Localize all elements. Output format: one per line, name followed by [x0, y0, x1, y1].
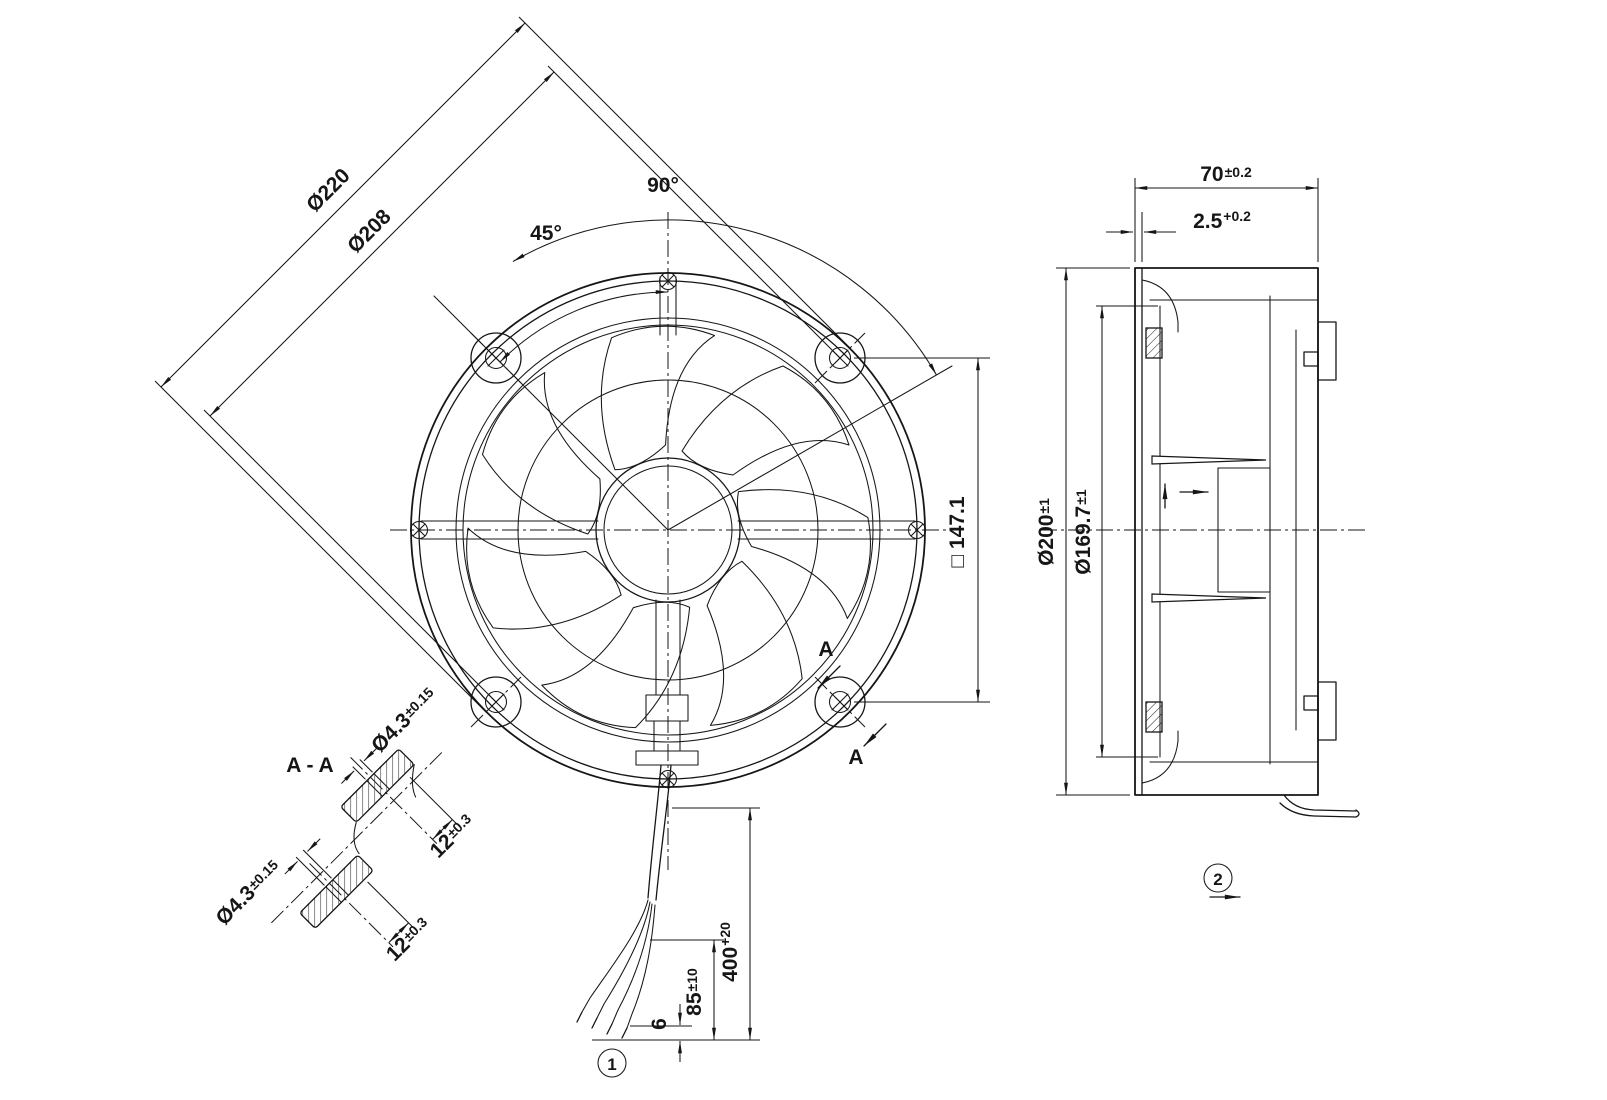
step-profile — [411, 763, 417, 798]
depth-dimension: 70±0.2 — [1134, 163, 1319, 262]
dim-line-flange — [209, 71, 555, 417]
cable-dimensions: 400+20 85±10 6 — [592, 807, 760, 1062]
strut-section-bottom — [1145, 701, 1163, 733]
wire-end-length-label: 6 — [648, 1018, 671, 1030]
front-view: Ø220 Ø208 90° 45° □ 147.1 A A — [154, 16, 990, 870]
airflow-direction-arrows — [1162, 483, 1209, 509]
ear-sw — [470, 676, 522, 728]
extension-line — [295, 856, 325, 886]
angle-45-reference-line — [433, 295, 669, 531]
extension-line — [154, 380, 487, 713]
wire-ends — [576, 1011, 628, 1039]
extension-line — [352, 766, 366, 780]
impeller-diameter-label: Ø169.7±1 — [1072, 489, 1095, 575]
inlet-bell-bottom — [1141, 730, 1179, 784]
section-cut-markers: A A — [817, 638, 887, 769]
callout-2-number: 2 — [1213, 870, 1222, 889]
step-profile — [353, 821, 360, 855]
dim-arrow — [363, 747, 378, 762]
dim-arrow — [307, 838, 321, 852]
dim-arrow — [284, 860, 298, 875]
dim-arrow — [341, 770, 355, 784]
side-view: 70±0.2 2.5+0.2 Ø200±1 Ø169.7±1 2 — [1035, 163, 1368, 900]
section-aa-title: A - A — [286, 754, 333, 777]
section-arrow-1 — [817, 665, 841, 689]
strip-length-label: 85±10 — [683, 968, 706, 1016]
extension-line — [203, 409, 497, 703]
dim-line — [388, 922, 409, 944]
cable-length-label: 400+20 — [717, 922, 742, 982]
blade-section-upper — [1151, 455, 1267, 465]
housing-diameter-dimension: Ø200±1 — [1035, 267, 1130, 796]
angle-90-label: 90° — [647, 174, 679, 197]
extension-line — [302, 849, 332, 879]
angle-90-reference-line — [667, 365, 953, 531]
hole-b-wall — [325, 886, 342, 903]
hole-a-centerline — [350, 757, 438, 845]
impeller-diameter-dimension: Ø169.7±1 — [1072, 305, 1158, 758]
cable-jacket-edge — [647, 764, 662, 899]
callout-2: 2 — [1203, 863, 1241, 900]
dim-flange-diameter-label: Ø208 — [343, 205, 396, 258]
hole-top-dia-label: Ø4.3±0.15 — [367, 683, 441, 757]
section-aa-geometry: Ø4.3±0.15 Ø4.3±0.15 12±0.3 12±0.3 — [211, 683, 479, 966]
edge-b-label: 12±0.3 — [382, 913, 435, 966]
housing-outline — [1134, 267, 1319, 796]
section-arrow-2 — [863, 723, 887, 747]
depth-label: 70±0.2 — [1200, 163, 1252, 186]
lead-wires — [581, 899, 656, 1029]
section-letter-2: A — [848, 746, 863, 769]
hole-side-dia-label: Ø4.3±0.15 — [211, 856, 285, 930]
hole-pitch-label: □ 147.1 — [946, 496, 969, 567]
section-letter-1: A — [818, 638, 833, 661]
housing-diameter-label: Ø200±1 — [1035, 498, 1058, 566]
extension-line — [518, 16, 851, 349]
cable-jacket-edge — [655, 764, 672, 901]
extension-line — [367, 881, 414, 928]
hole-a-wall — [366, 780, 383, 797]
cable-exit-edge — [1279, 802, 1360, 818]
extension-line — [359, 759, 373, 773]
impeller-ring-circle — [517, 379, 819, 681]
section-aa-detail: A - A Ø4.3±0.15 Ø4.3±0 — [211, 683, 479, 966]
angle-45-label: 45° — [530, 222, 562, 245]
flange-thickness-dimension: 2.5+0.2 — [1106, 208, 1251, 262]
extension-line — [547, 65, 841, 359]
extension-line — [409, 776, 458, 825]
hole-b-wall — [332, 879, 349, 896]
callout-1-number: 1 — [607, 1055, 616, 1074]
section-axis-centerline — [271, 750, 444, 924]
hole-b-centerline — [309, 863, 394, 948]
mounting-brackets — [1303, 321, 1337, 741]
cable-exit-edge — [1283, 794, 1357, 812]
plate-a-section — [341, 749, 414, 822]
strain-relief — [635, 694, 699, 766]
hole-a-wall — [373, 773, 391, 790]
strut-section-top — [1145, 327, 1163, 359]
dim-outer-diameter-label: Ø220 — [302, 164, 355, 217]
inlet-bell-top — [1141, 279, 1179, 333]
plate-b-section — [300, 855, 373, 928]
hole-pitch-dimension: □ 147.1 — [854, 357, 990, 703]
edge-a-label: 12±0.3 — [426, 810, 479, 863]
dim-line — [432, 819, 453, 840]
hub-inner-circle — [603, 465, 733, 595]
arc-45 — [499, 290, 669, 363]
arc-90 — [512, 219, 937, 376]
flange-thickness-label: 2.5+0.2 — [1193, 208, 1251, 233]
angle-dimensions: 90° 45° — [499, 174, 937, 376]
blade-section-lower — [1151, 593, 1267, 603]
lead-wire-assembly: 400+20 85±10 6 1 — [576, 694, 760, 1078]
callout-1: 1 — [597, 1048, 627, 1078]
